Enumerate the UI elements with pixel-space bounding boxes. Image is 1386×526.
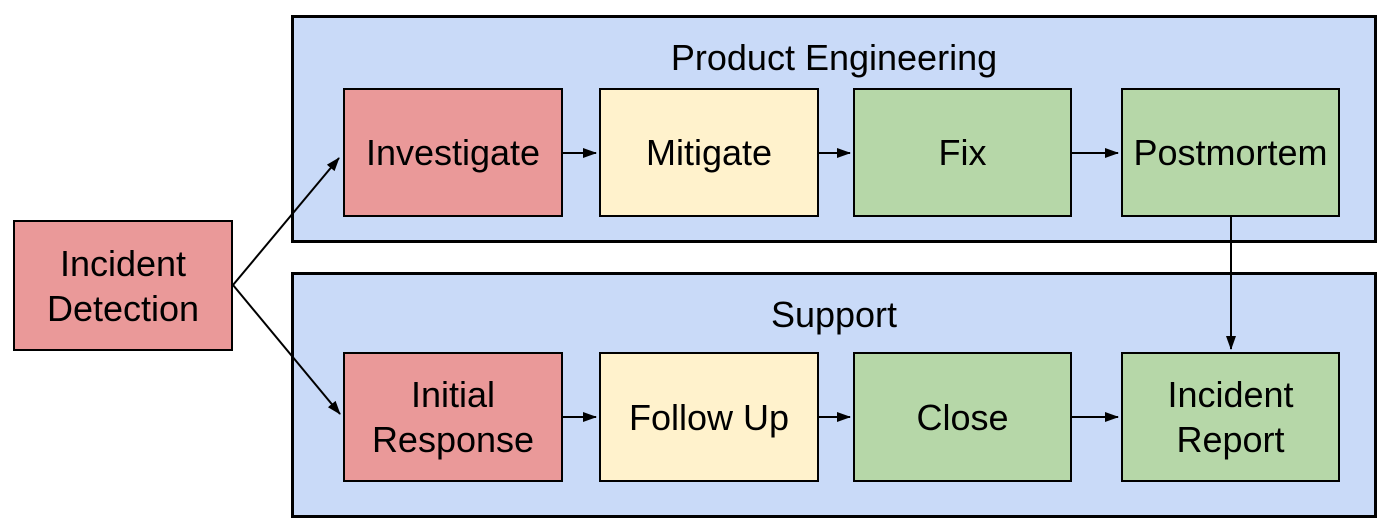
node-mitigate: Mitigate bbox=[599, 88, 819, 217]
node-investigate: Investigate bbox=[343, 88, 563, 217]
node-label-mitigate: Mitigate bbox=[645, 132, 773, 173]
node-label-initial-response: Initial Response bbox=[371, 374, 535, 460]
node-incident-report: Incident Report bbox=[1121, 352, 1340, 482]
node-label-incident-detection: Incident Detection bbox=[46, 242, 200, 329]
arrow-incident-detection-to-investigate bbox=[232, 157, 340, 286]
arrow-incident-detection-to-initial-response bbox=[232, 284, 341, 415]
node-fix: Fix bbox=[853, 88, 1072, 217]
node-follow-up: Follow Up bbox=[599, 352, 819, 482]
node-initial-response: Initial Response bbox=[343, 352, 563, 482]
group-title-product-engineering: Product Engineering bbox=[670, 37, 998, 78]
node-label-investigate: Investigate bbox=[365, 132, 541, 173]
node-label-incident-report: Incident Report bbox=[1167, 374, 1294, 460]
node-label-postmortem: Postmortem bbox=[1133, 132, 1328, 173]
node-label-follow-up: Follow Up bbox=[628, 396, 790, 438]
group-title-support: Support bbox=[770, 294, 898, 335]
node-label-fix: Fix bbox=[938, 132, 987, 173]
node-postmortem: Postmortem bbox=[1121, 88, 1340, 217]
node-incident-detection: Incident Detection bbox=[13, 220, 233, 351]
node-label-close: Close bbox=[916, 396, 1009, 438]
node-close: Close bbox=[853, 352, 1072, 482]
